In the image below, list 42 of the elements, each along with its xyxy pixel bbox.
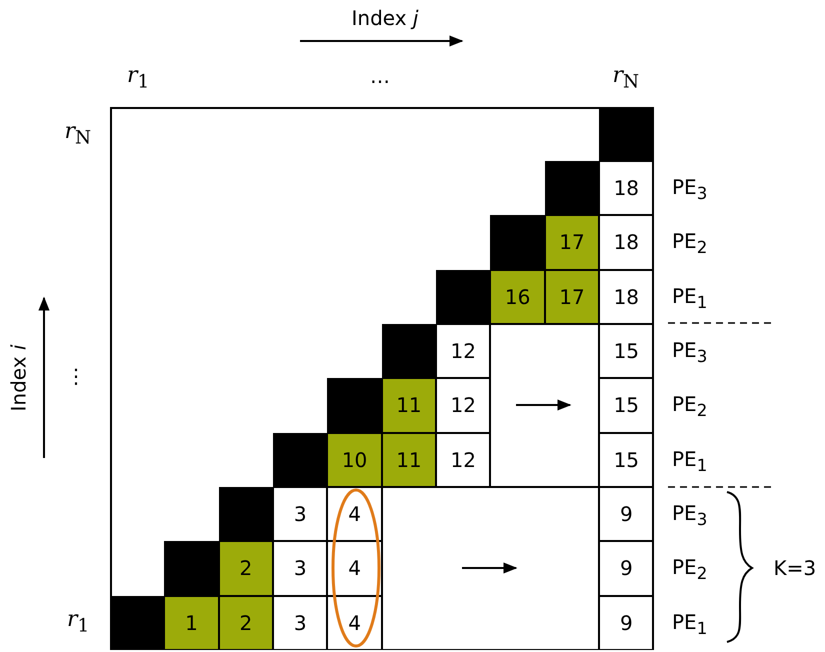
row-label: r$_{N}$: [64, 120, 92, 148]
matrix-cell: 15: [599, 324, 654, 378]
matrix-cell: 18: [599, 270, 654, 324]
row-label: r$_{1}$: [67, 608, 90, 636]
matrix-cell: 18: [599, 160, 654, 216]
pe-label: PE$_{1}$: [672, 286, 708, 312]
matrix-cell: 3: [273, 596, 328, 650]
matrix-cell: 15: [599, 378, 654, 433]
matrix-cell: 12: [436, 432, 490, 487]
matrix-cell: 18: [599, 215, 654, 270]
matrix-cell: 2: [218, 541, 274, 596]
matrix-cell: 17: [544, 215, 600, 270]
matrix-cell: 10: [327, 432, 382, 487]
matrix-cell: 3: [273, 486, 328, 542]
axis-label: Index j: [352, 8, 418, 28]
pe-label: PE$_{2}$: [672, 394, 708, 420]
matrix-cell: 16: [490, 270, 545, 324]
ellipsis: …: [370, 66, 390, 86]
brace-label: K=3: [774, 558, 816, 578]
ellipsis: ⋮: [66, 366, 86, 386]
matrix-cell: 9: [599, 596, 654, 650]
pe-label: PE$_{2}$: [672, 231, 708, 258]
axis-label: Index i: [8, 344, 28, 412]
matrix-cell: 12: [436, 378, 490, 433]
pe-label: PE$_{3}$: [672, 177, 708, 203]
matrix-cell: 12: [436, 324, 490, 378]
matrix-cell: 11: [382, 378, 436, 433]
matrix-cell: 11: [382, 432, 436, 487]
pe-label: PE$_{2}$: [672, 557, 708, 584]
pe-label: PE$_{3}$: [672, 503, 708, 529]
column-label: r$_{1}$: [127, 64, 150, 92]
pe-label: PE$_{3}$: [672, 340, 708, 366]
matrix-cell: 3: [273, 541, 328, 596]
matrix-cell: 9: [599, 541, 654, 596]
matrix-cell: 17: [544, 270, 600, 324]
matrix-cell: 15: [599, 432, 654, 487]
matrix-cell: 1: [164, 596, 219, 650]
matrix-cell: 9: [599, 486, 654, 542]
matrix-cell: 2: [218, 596, 274, 650]
pe-label: PE$_{1}$: [672, 612, 708, 638]
pe-label: PE$_{1}$: [672, 448, 708, 474]
column-label: r$_{N}$: [612, 64, 640, 92]
